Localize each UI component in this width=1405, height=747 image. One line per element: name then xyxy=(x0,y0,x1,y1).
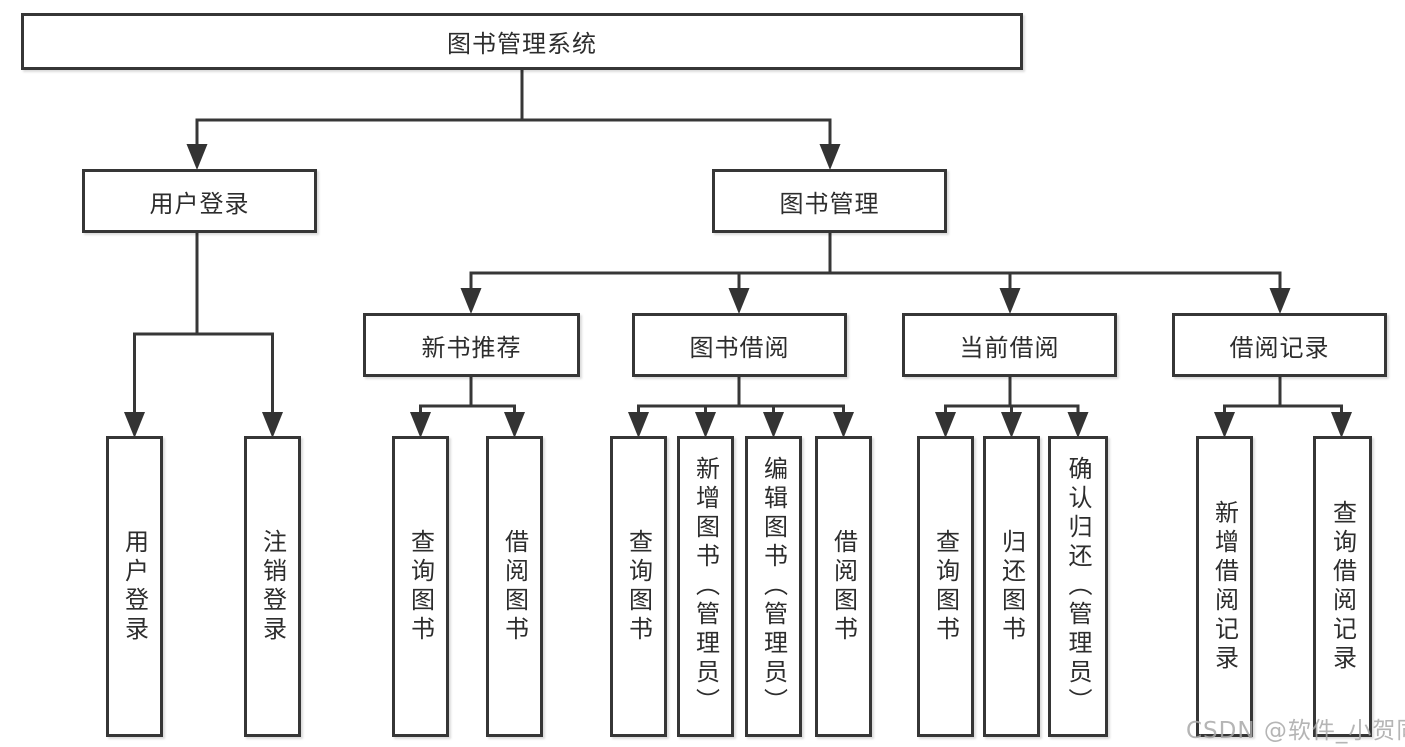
leaf-logout-label: 注销登录 xyxy=(258,528,287,645)
leaf-query-books-recommend: 查询图书 xyxy=(392,436,449,737)
node-current-borrow-label: 当前借阅 xyxy=(959,333,1060,362)
leaf-query-books-current-label: 查询图书 xyxy=(931,528,960,645)
node-new-book-recommend-label: 新书推荐 xyxy=(421,333,522,362)
node-book-management-label: 图书管理 xyxy=(779,189,880,218)
leaf-borrow-books: 借阅图书 xyxy=(815,436,872,737)
node-borrow-records: 借阅记录 xyxy=(1172,313,1387,377)
leaf-add-borrow-record: 新增借阅记录 xyxy=(1196,436,1253,737)
node-book-management: 图书管理 xyxy=(712,169,947,233)
node-current-borrow: 当前借阅 xyxy=(902,313,1117,377)
leaf-logout: 注销登录 xyxy=(244,436,301,737)
leaf-confirm-return-admin: 确认归还（管理员） xyxy=(1048,436,1108,737)
node-user-login-group: 用户登录 xyxy=(82,169,317,233)
leaf-return-books: 归还图书 xyxy=(983,436,1040,737)
csdn-watermark: CSDN @软件_小贺同学 xyxy=(1186,718,1405,744)
node-borrow-records-label: 借阅记录 xyxy=(1229,333,1330,362)
leaf-edit-books-admin-label: 编辑图书（管理员） xyxy=(759,456,788,717)
leaf-query-books-recommend-label: 查询图书 xyxy=(406,528,435,645)
leaf-user-login-label: 用户登录 xyxy=(120,528,149,645)
leaf-edit-books-admin: 编辑图书（管理员） xyxy=(745,436,802,737)
leaf-query-books-current: 查询图书 xyxy=(917,436,974,737)
node-book-borrow: 图书借阅 xyxy=(632,313,847,377)
leaf-return-books-label: 归还图书 xyxy=(997,528,1026,645)
leaf-add-borrow-record-label: 新增借阅记录 xyxy=(1210,499,1239,674)
leaf-query-books-borrow: 查询图书 xyxy=(610,436,667,737)
leaf-add-books-admin: 新增图书（管理员） xyxy=(677,436,734,737)
leaf-query-borrow-record-label: 查询借阅记录 xyxy=(1328,499,1357,674)
leaf-query-books-borrow-label: 查询图书 xyxy=(624,528,653,645)
leaf-borrow-books-recommend-label: 借阅图书 xyxy=(500,528,529,645)
leaf-add-books-admin-label: 新增图书（管理员） xyxy=(691,456,720,717)
node-book-borrow-label: 图书借阅 xyxy=(689,333,790,362)
leaf-user-login: 用户登录 xyxy=(106,436,163,737)
node-new-book-recommend: 新书推荐 xyxy=(363,313,580,377)
leaf-confirm-return-admin-label: 确认归还（管理员） xyxy=(1064,456,1092,717)
node-root-system: 图书管理系统 xyxy=(21,13,1023,70)
node-user-login-group-label: 用户登录 xyxy=(149,189,250,218)
node-root-label: 图书管理系统 xyxy=(447,30,597,58)
leaf-borrow-books-label: 借阅图书 xyxy=(829,528,858,645)
leaf-borrow-books-recommend: 借阅图书 xyxy=(486,436,543,737)
leaf-query-borrow-record: 查询借阅记录 xyxy=(1313,436,1372,737)
